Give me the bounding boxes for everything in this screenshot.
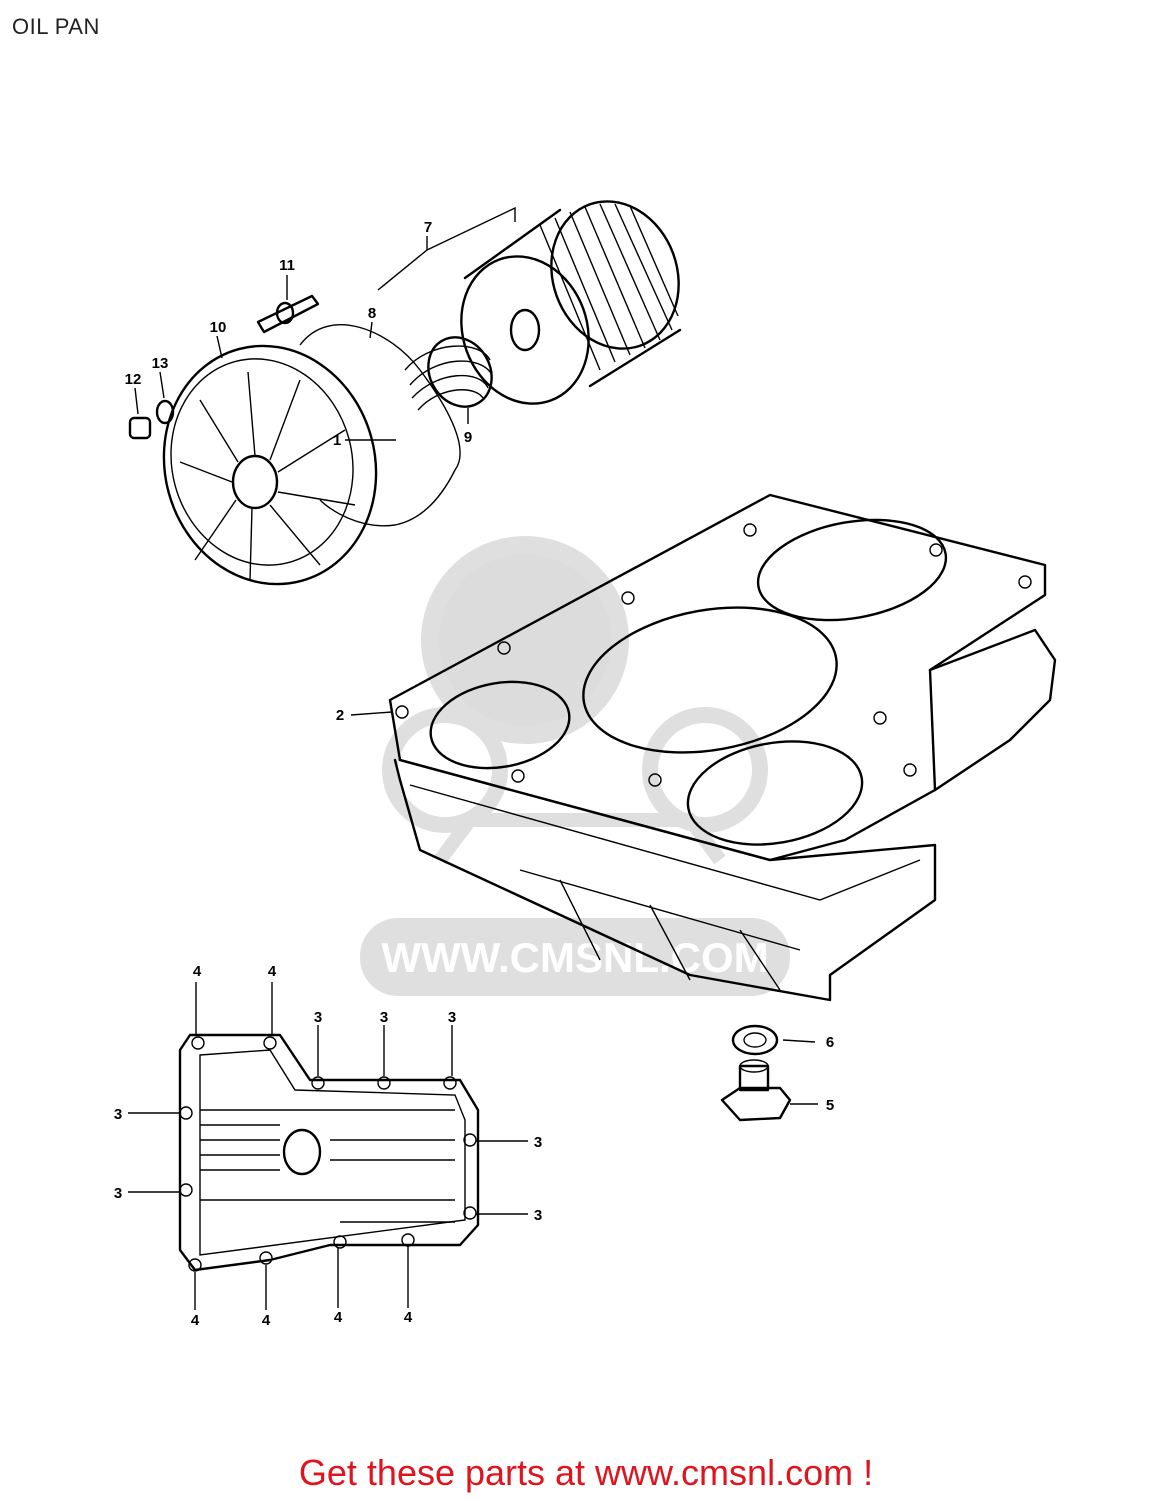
oil-filter-cover	[162, 344, 378, 586]
o-ring	[299, 324, 461, 527]
bolt-11	[256, 294, 320, 334]
callout-3: 3	[534, 1207, 542, 1224]
callout-2: 2	[336, 707, 344, 724]
callout-8: 8	[368, 305, 376, 322]
footer-link[interactable]: Get these parts at www.cmsnl.com !	[298, 1452, 874, 1493]
callout-3: 3	[380, 1009, 388, 1026]
gasket-bolt-holes	[395, 523, 1032, 787]
watermark-text: WWW.CMSNL.COM	[381, 934, 768, 981]
callout-3: 3	[314, 1009, 322, 1026]
callout-3: 3	[534, 1134, 542, 1151]
callout-4: 4	[404, 1309, 413, 1326]
drain-plug-5	[720, 1059, 792, 1122]
oil-pan	[393, 628, 1057, 1002]
page-title: OIL PAN	[12, 14, 100, 39]
callout-labels: 7 8 9 10 11 12 13 2 1 6 5 4 4 3 3 3 3 3 …	[114, 219, 834, 1329]
callout-6: 6	[826, 1034, 834, 1051]
callout-1: 1	[333, 432, 341, 449]
washer-13	[155, 399, 175, 425]
callout-10: 10	[210, 319, 227, 336]
callout-3: 3	[448, 1009, 456, 1026]
callout-4: 4	[268, 963, 277, 980]
bottom-view-bolts	[179, 1036, 477, 1272]
spring-9	[404, 336, 493, 411]
callout-3: 3	[114, 1106, 122, 1123]
callout-4: 4	[262, 1312, 271, 1329]
callout-4: 4	[191, 1312, 200, 1329]
callout-4: 4	[193, 963, 202, 980]
leader-lines	[128, 206, 818, 1310]
oil-pan-bottom-view	[178, 1033, 480, 1272]
bolt-12	[128, 416, 152, 440]
callout-5: 5	[826, 1097, 834, 1114]
callout-13: 13	[152, 355, 169, 372]
callout-7: 7	[424, 219, 432, 236]
callout-11: 11	[279, 257, 295, 274]
callout-9: 9	[464, 429, 472, 446]
callout-12: 12	[125, 371, 142, 388]
oil-filter-element	[460, 200, 682, 405]
callout-3: 3	[114, 1185, 122, 1202]
callout-4: 4	[334, 1309, 343, 1326]
drain-washer-6	[731, 1024, 779, 1056]
